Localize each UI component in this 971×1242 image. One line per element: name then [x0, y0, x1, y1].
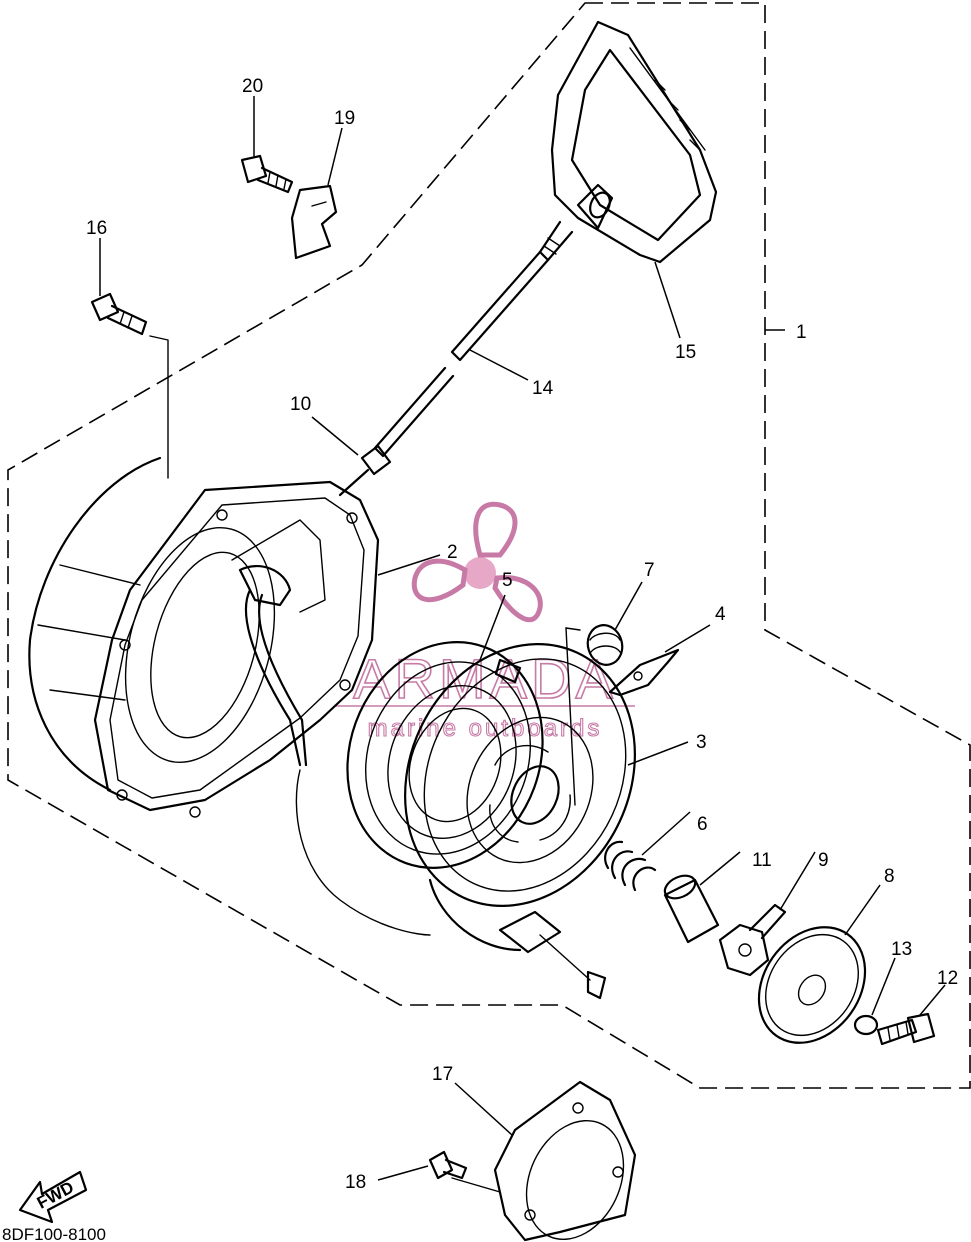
washer — [853, 957, 896, 1036]
callout-11: 11 — [752, 850, 772, 871]
leader-5 — [479, 594, 506, 661]
callout-17: 17 — [432, 1064, 453, 1085]
bolt-16 — [90, 238, 169, 479]
leader-10 — [311, 416, 359, 456]
bolt-20 — [240, 96, 294, 194]
return-spring — [604, 811, 691, 892]
callout-1: 1 — [796, 322, 807, 343]
drive-pawl — [608, 624, 711, 697]
leader-13 — [871, 957, 896, 1016]
callout-15: 15 — [675, 342, 696, 363]
friction-plate — [718, 851, 816, 977]
leader-4 — [664, 624, 711, 653]
leader-18 — [377, 1165, 429, 1181]
callout-6: 6 — [697, 814, 708, 835]
bolt-12 — [876, 984, 946, 1046]
watermark-logo: ARMADA marine outboards — [335, 501, 635, 743]
fwd-arrow-icon: FWD — [18, 1170, 88, 1224]
starter-handle — [550, 20, 718, 339]
bolt-18 — [377, 1150, 501, 1193]
callout-10: 10 — [290, 394, 311, 415]
starter-rope — [373, 220, 574, 458]
callout-5: 5 — [502, 570, 513, 591]
assembly-boundary — [7, 2, 971, 1089]
sheave-drum — [404, 627, 689, 1000]
leader-19 — [327, 127, 343, 186]
leader-6 — [641, 811, 691, 856]
callout-8: 8 — [884, 866, 895, 887]
callout-4: 4 — [715, 604, 726, 625]
leader-8 — [844, 884, 881, 936]
spiral-spring — [346, 594, 544, 869]
callout-18: 18 — [345, 1172, 366, 1193]
leader-9 — [779, 851, 816, 911]
leader-11 — [699, 851, 741, 886]
starter-case — [28, 456, 441, 818]
leader-7 — [614, 581, 643, 631]
callout-12: 12 — [937, 968, 958, 989]
leader-15 — [654, 261, 681, 339]
callout-14: 14 — [532, 378, 554, 399]
rope-loop — [295, 769, 431, 936]
callout-2: 2 — [447, 542, 458, 563]
callout-3: 3 — [696, 732, 707, 753]
leader-2 — [377, 554, 441, 576]
leader-14 — [469, 349, 529, 381]
diagram-code: 8DF100-8100 — [2, 1225, 106, 1242]
bushing — [663, 851, 741, 944]
callout-13: 13 — [891, 939, 912, 960]
callout-19: 19 — [334, 108, 355, 129]
drive-spring — [586, 581, 643, 666]
callout-20: 20 — [242, 76, 263, 97]
callout-9: 9 — [818, 850, 829, 871]
plate-19 — [290, 127, 343, 260]
cover-plate — [757, 884, 881, 1044]
callout-7: 7 — [644, 560, 655, 581]
callout-16: 16 — [86, 218, 107, 239]
starter-pulley — [454, 1080, 637, 1242]
leader-3 — [627, 741, 689, 766]
leader-17 — [454, 1082, 513, 1136]
watermark-subtitle: marine outboards — [368, 715, 603, 742]
leader-12 — [919, 984, 946, 1016]
